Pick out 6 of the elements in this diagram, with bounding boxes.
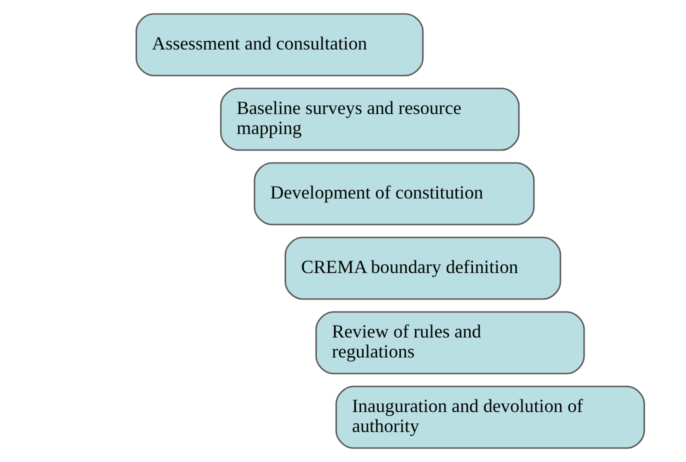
node-box: Development of constitution — [254, 162, 535, 226]
node-box: Inauguration and devolution of authority — [335, 386, 645, 449]
node-box: CREMA boundary definition — [284, 236, 562, 300]
node-box: Baseline surveys and resource mapping — [220, 88, 520, 151]
node-box: Assessment and consultation — [136, 13, 424, 76]
node-box: Review of rules and regulations — [315, 311, 585, 374]
